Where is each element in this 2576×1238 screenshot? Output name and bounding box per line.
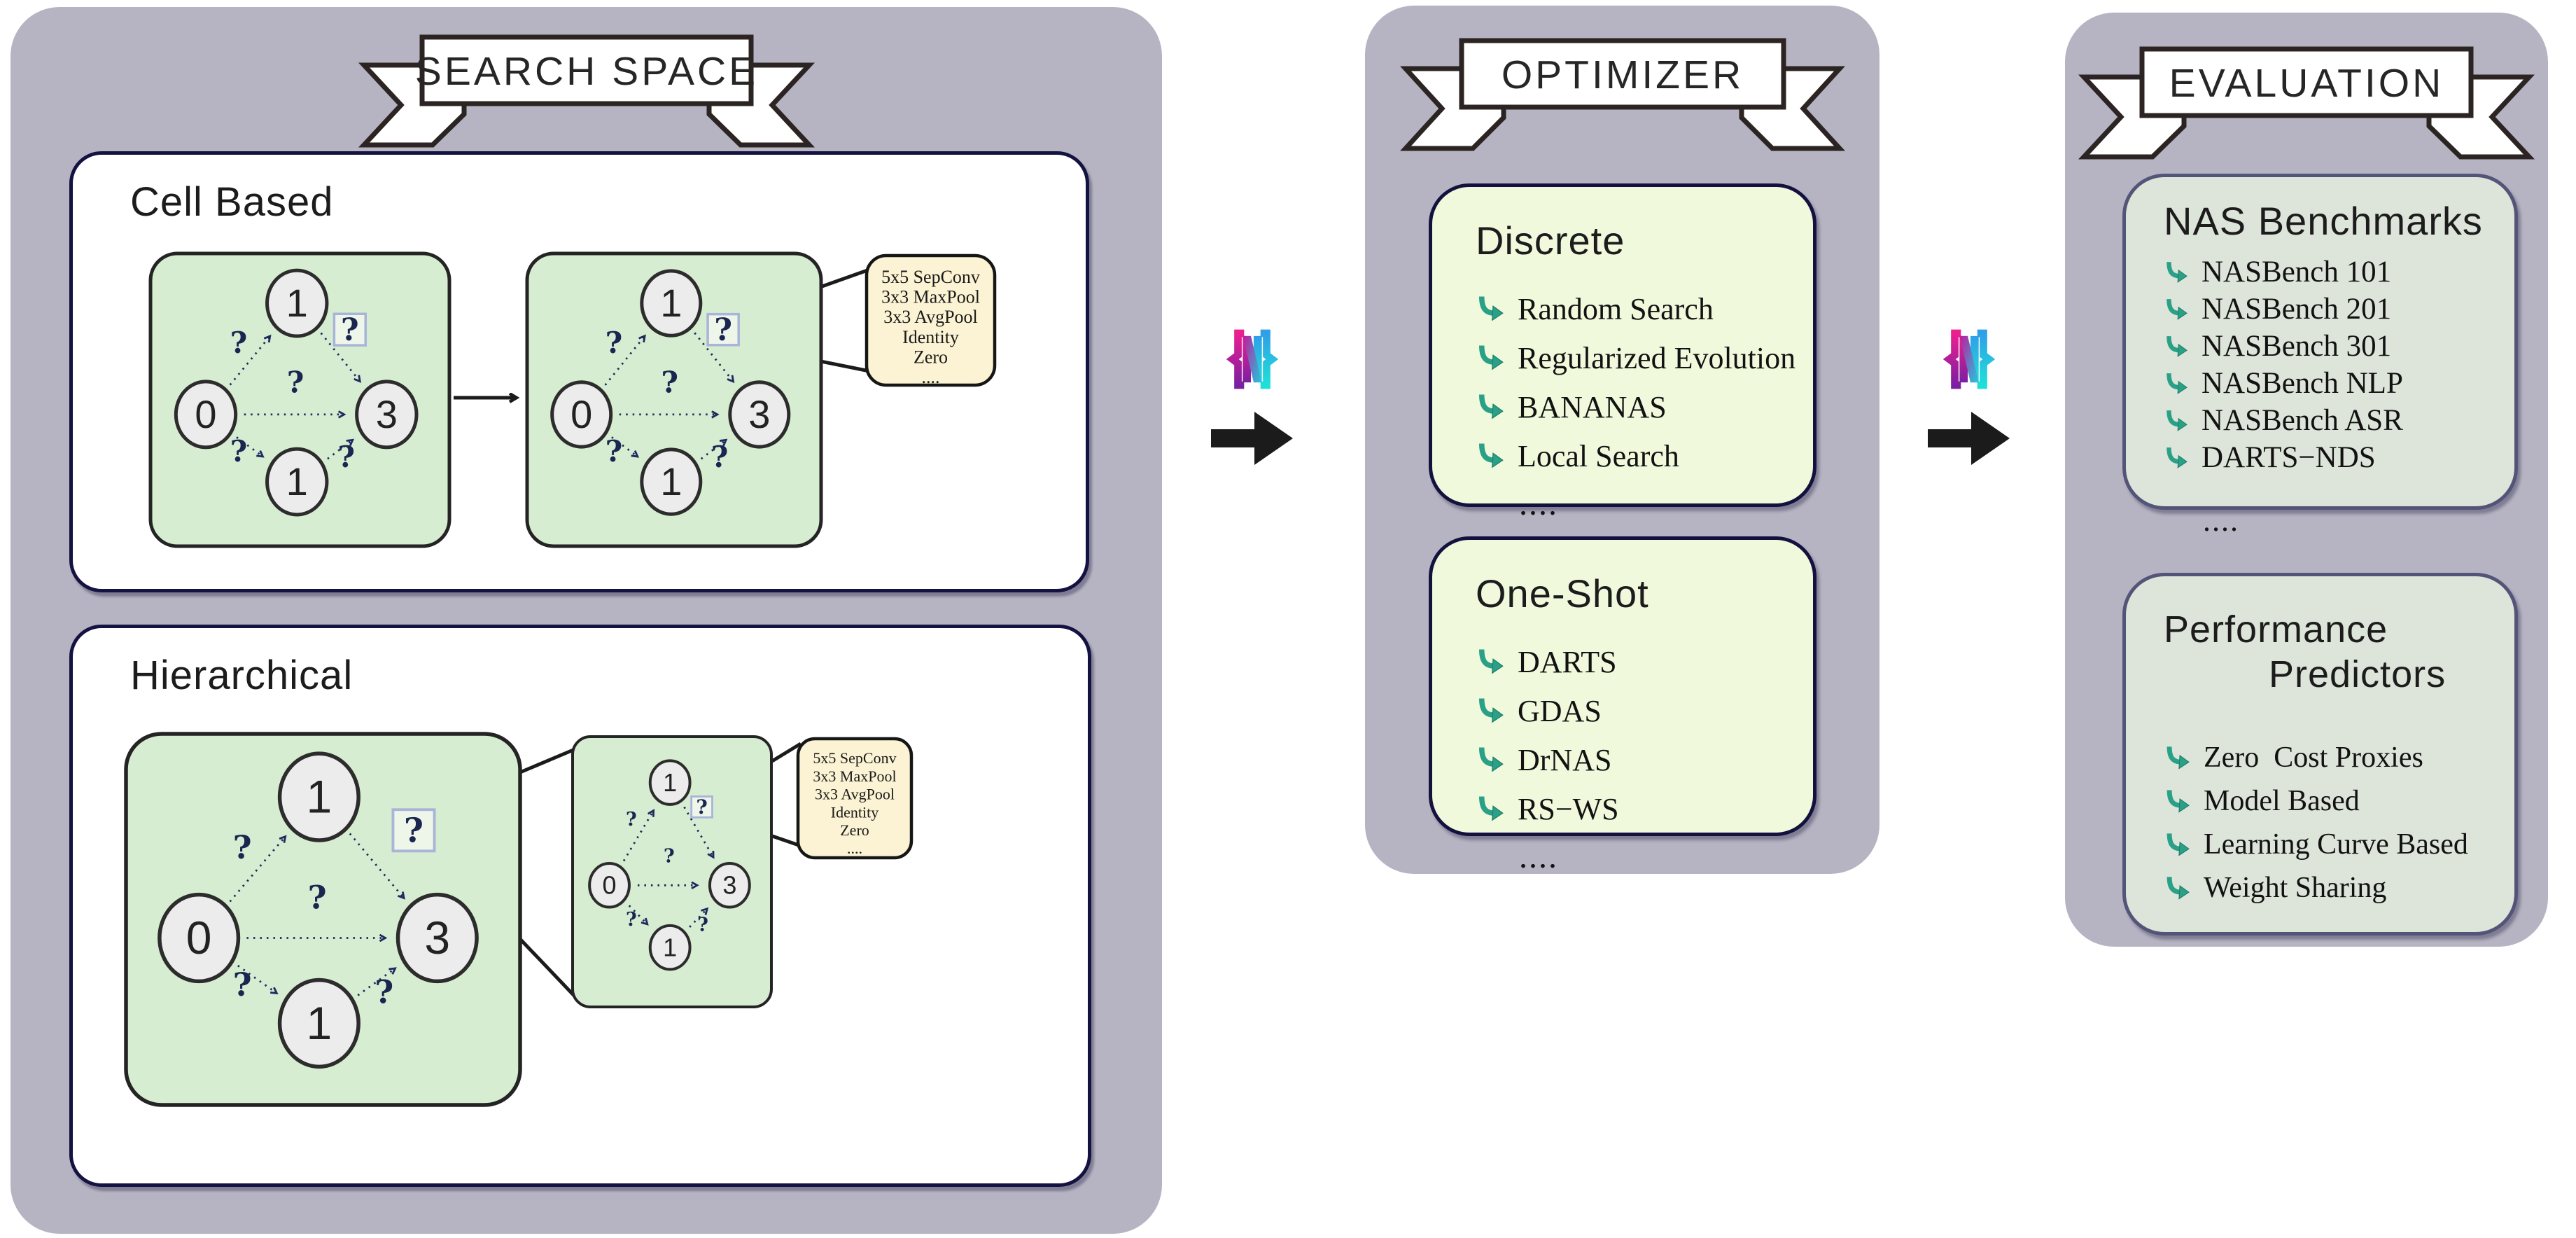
branch-arrow-icon (2164, 446, 2188, 470)
branch-arrow-icon (2164, 335, 2188, 359)
list-item: DARTS (1476, 637, 1785, 686)
naslib-logo (1225, 326, 1280, 396)
search-space-panel: SEARCH SPACE Cell Based Hierarchical (10, 7, 1162, 1234)
evaluation-panel: EVALUATION NAS Benchmarks NASBench 101 N… (2065, 13, 2548, 947)
branch-arrow-icon (2164, 875, 2190, 901)
hierarchical-title: Hierarchical (130, 653, 354, 698)
list-item: Learning Curve Based (2164, 823, 2493, 866)
list-item: Local Search (1476, 431, 1785, 480)
list-item: NASBench 101 (2164, 253, 2493, 291)
performance-predictors-box: Performance Predictors Zero Cost Proxies… (2122, 573, 2518, 936)
branch-arrow-icon (1476, 393, 1504, 421)
branch-arrow-icon (2164, 298, 2188, 321)
branch-arrow-icon (1476, 746, 1504, 774)
list-item: Regularized Evolution (1476, 333, 1795, 382)
evaluation-banner: EVALUATION (2068, 43, 2544, 180)
ellipsis-more: .... (1519, 838, 1558, 875)
cell-based-title: Cell Based (130, 179, 334, 225)
list-item: Zero Cost Proxies (2164, 736, 2493, 779)
list-item: GDAS (1476, 686, 1785, 735)
list-item: NASBench 301 (2164, 328, 2493, 365)
optimizer-panel: OPTIMIZER Discrete Random Search Regular… (1365, 6, 1879, 875)
banner-label: EVALUATION (2169, 61, 2444, 106)
cell-based-box: Cell Based (69, 151, 1089, 592)
branch-arrow-icon (2164, 788, 2190, 814)
branch-arrow-icon (1476, 697, 1504, 725)
banner-label: OPTIMIZER (1501, 53, 1743, 97)
one-shot-optimizers-box: One-Shot DARTS GDAS DrNAS (1429, 536, 1816, 875)
list-item: Weight Sharing (2164, 866, 2493, 910)
banner-ribbon-plate (1459, 38, 1786, 110)
list-item: DrNAS (1476, 735, 1785, 784)
search-space-banner: SEARCH SPACE (349, 32, 825, 168)
branch-arrow-icon (1476, 648, 1504, 676)
discrete-title: Discrete (1476, 218, 1625, 263)
branch-arrow-icon (1476, 795, 1504, 823)
branch-arrow-icon (2164, 745, 2190, 771)
optimizer-banner: OPTIMIZER (1392, 35, 1854, 172)
arrow-right-icon (1211, 406, 1295, 474)
branch-arrow-icon (2164, 409, 2188, 433)
branch-arrow-icon (2164, 260, 2188, 284)
nas-benchmarks-box: NAS Benchmarks NASBench 101 NASBench 201… (2122, 174, 2518, 538)
branch-arrow-icon (2164, 832, 2190, 858)
list-item: NASBench ASR (2164, 402, 2493, 439)
branch-arrow-icon (1476, 295, 1504, 323)
list-item: NASBench 201 (2164, 291, 2493, 328)
list-item: Random Search (1476, 284, 1785, 333)
performance-predictors-title: Performance Predictors (2164, 608, 2446, 695)
list-item: BANANAS (1476, 382, 1785, 431)
banner-label: SEARCH SPACE (414, 49, 757, 94)
hierarchical-box: Hierarchical (69, 625, 1091, 1187)
banner-ribbon-plate (2139, 46, 2474, 118)
ellipsis-more: .... (1519, 485, 1558, 522)
naslib-logo (1942, 326, 1996, 396)
discrete-optimizers-box: Discrete Random Search Regularized Evolu… (1429, 183, 1816, 522)
list-item: RS−WS (1476, 784, 1785, 833)
branch-arrow-icon (2164, 372, 2188, 396)
banner-ribbon-plate (419, 34, 753, 106)
nas-benchmarks-title: NAS Benchmarks (2164, 199, 2483, 243)
list-item: DARTS−NDS (2164, 439, 2493, 476)
branch-arrow-icon (1476, 344, 1504, 372)
branch-arrow-icon (1476, 442, 1504, 470)
list-item: Model Based (2164, 779, 2493, 823)
list-item: NASBench NLP (2164, 365, 2493, 402)
arrow-right-icon (1928, 406, 2012, 474)
ellipsis-more: .... (2203, 503, 2239, 538)
one-shot-title: One-Shot (1476, 571, 1649, 615)
